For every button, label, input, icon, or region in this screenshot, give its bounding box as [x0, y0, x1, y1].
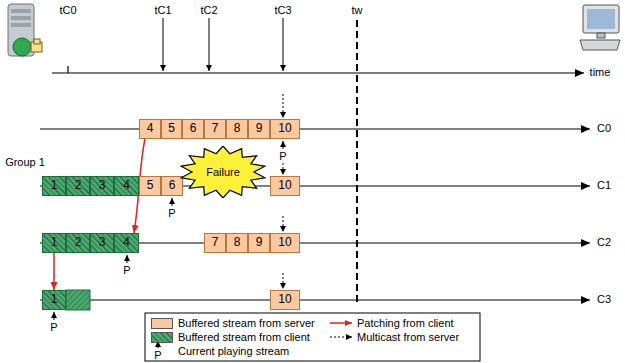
stream-segment: 2: [66, 233, 90, 253]
play-marker: P: [168, 207, 175, 219]
multicast-arrow: [283, 216, 284, 232]
legend-text: Patching from client: [357, 317, 454, 329]
time-mark: tC0: [59, 4, 76, 16]
segment-number: 1: [51, 293, 58, 306]
time-mark: tC1: [154, 4, 171, 16]
stream-segment: 10: [270, 119, 300, 139]
stream-segment: 1: [42, 176, 66, 196]
segment-number: 10: [278, 293, 291, 306]
segment-number: 6: [169, 179, 176, 192]
client-line: [40, 129, 590, 130]
tick-arrow: [163, 18, 164, 71]
stream-segment: 1: [42, 290, 66, 310]
stream-segment: 8: [226, 233, 248, 253]
client-line: [40, 300, 590, 301]
failure-burst: Failure: [180, 146, 266, 198]
stream-segment: 5: [139, 176, 161, 196]
segment-number: 5: [168, 122, 175, 135]
stream-segment: 6: [182, 119, 204, 139]
play-pointer: [54, 312, 55, 320]
tick-arrow: [209, 18, 210, 71]
play-pointer: [127, 255, 128, 263]
segment-number: 1: [51, 236, 58, 249]
segment-number: 4: [147, 122, 154, 135]
segment-number: 7: [212, 236, 219, 249]
segment-number: 6: [190, 122, 197, 135]
time-axis: [52, 72, 584, 73]
segment-number: 3: [99, 179, 106, 192]
segment-number: 3: [99, 236, 106, 249]
legend-swatch: [151, 332, 173, 343]
server-icon: [8, 4, 42, 56]
segment-number: 1: [51, 179, 58, 192]
deadline-line: [356, 20, 358, 305]
stream-segment: 10: [270, 290, 300, 310]
play-marker: P: [123, 264, 130, 276]
group-label: Group 1: [5, 156, 45, 168]
stream-segment: 4: [139, 119, 161, 139]
segment-number: 9: [256, 236, 263, 249]
client-block: [66, 290, 90, 310]
stream-segment: 9: [248, 233, 270, 253]
stream-segment: 3: [90, 176, 114, 196]
segment-number: 10: [278, 122, 291, 135]
client-name: C0: [597, 122, 611, 134]
tick: [67, 66, 68, 73]
time-mark: tw: [352, 4, 363, 16]
client-name: C3: [597, 293, 611, 305]
segment-number: 2: [75, 236, 82, 249]
time-mark: tC2: [200, 4, 217, 16]
multicast-arrow: [283, 94, 284, 118]
legend-text: Current playing stream: [178, 345, 289, 357]
failure-label: Failure: [206, 166, 240, 178]
legend-text: Buffered stream from client: [178, 331, 310, 343]
stream-segment: 10: [270, 176, 300, 196]
axis-label: time: [590, 66, 611, 78]
segment-number: 10: [278, 179, 291, 192]
legend-box: [145, 313, 480, 361]
time-mark: tC3: [274, 4, 291, 16]
segment-number: 2: [75, 179, 82, 192]
patch-arrow: [53, 253, 55, 290]
stream-segment: 5: [161, 119, 182, 139]
segment-number: 10: [278, 236, 291, 249]
legend-text: Buffered stream from server: [178, 317, 315, 329]
segment-number: 7: [212, 122, 219, 135]
segment-number: 9: [256, 122, 263, 135]
stream-segment: 2: [66, 176, 90, 196]
client-name: C2: [597, 236, 611, 248]
computer-icon: [580, 5, 620, 50]
play-pointer: [283, 141, 284, 149]
segment-number: 8: [234, 122, 241, 135]
client-name: C1: [597, 179, 611, 191]
segment-number: 4: [123, 236, 130, 249]
segment-number: 5: [147, 179, 154, 192]
tick-arrow: [283, 18, 284, 71]
play-pointer: [172, 198, 173, 206]
stream-segment: 3: [90, 233, 114, 253]
stream-segment: 7: [204, 119, 226, 139]
multicast-arrow: [283, 273, 284, 289]
stream-segment: 4: [114, 233, 139, 253]
burst-outline: [181, 146, 265, 198]
stream-segment: 8: [226, 119, 248, 139]
segment-number: 4: [123, 179, 130, 192]
stream-segment: 6: [161, 176, 183, 196]
play-marker: P: [279, 150, 286, 162]
play-marker: P: [154, 349, 161, 361]
play-marker: P: [50, 321, 57, 333]
stream-segment: 1: [42, 233, 66, 253]
stream-segment: 7: [204, 233, 226, 253]
segment-number: 8: [234, 236, 241, 249]
legend-swatch: [151, 318, 173, 329]
stream-segment: 10: [270, 233, 300, 253]
multicast-arrow: [283, 163, 284, 175]
legend-multicast-sample: [330, 337, 352, 338]
legend-text: Multicast from server: [357, 331, 459, 343]
stream-segment: 4: [114, 176, 139, 196]
legend-patch-sample: [330, 322, 352, 324]
stream-segment: 9: [248, 119, 270, 139]
